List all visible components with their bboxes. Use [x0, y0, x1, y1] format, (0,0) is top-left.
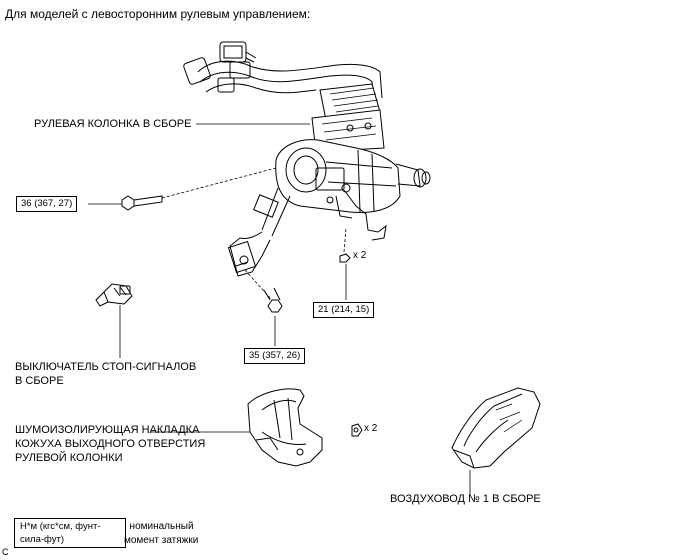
unit-legend-line1: Н*м (кгс*см, фунт- [20, 521, 101, 532]
unit-legend-box: Н*м (кгс*см, фунт- сила-фут) [14, 518, 126, 548]
column-hole-cover [247, 388, 323, 467]
air-duct [451, 387, 541, 469]
eps-motor-unit [311, 83, 385, 153]
intermediate-shaft [227, 187, 291, 277]
air-duct-label: ВОЗДУХОВОД № 1 В СБОРЕ [390, 493, 541, 505]
figure-id: C [2, 547, 9, 557]
bolt-lower [263, 287, 283, 313]
legend-desc-line2: момент затяжки [124, 535, 199, 546]
torque-spec-nut-right: 21 (214, 15) [313, 302, 375, 318]
clip-quantity: x 2 [364, 423, 378, 434]
nut-quantity: x 2 [353, 250, 367, 261]
cover-label-line1: ШУМОИЗОЛИРУЮЩАЯ НАКЛАДКА [15, 424, 200, 436]
wire-harness [183, 41, 383, 99]
page-header: Для моделей с левосторонним рулевым упра… [5, 7, 311, 21]
bolt-left [121, 195, 163, 211]
clip [351, 423, 363, 437]
legend-desc-line1: : номинальный [124, 521, 194, 532]
steering-column-body [275, 139, 431, 241]
stop-switch-label-line1: ВЫКЛЮЧАТЕЛЬ СТОП-СИГНАЛОВ [15, 361, 197, 373]
stop-switch-label-line2: В СБОРЕ [15, 375, 64, 387]
nut-right [339, 253, 351, 263]
torque-spec-bolt-lower: 35 (357, 26) [244, 348, 306, 364]
torque-spec-bolt-left: 36 (367, 27) [16, 196, 78, 212]
unit-legend-line2: сила-фут) [20, 534, 65, 545]
stop-lamp-switch [95, 283, 133, 307]
cover-label-line2: КОЖУХА ВЫХОДНОГО ОТВЕРСТИЯ [15, 438, 206, 450]
steering-column-label: РУЛЕВАЯ КОЛОНКА В СБОРЕ [34, 118, 192, 130]
cover-label-line3: РУЛЕВОЙ КОЛОНКИ [15, 452, 123, 464]
